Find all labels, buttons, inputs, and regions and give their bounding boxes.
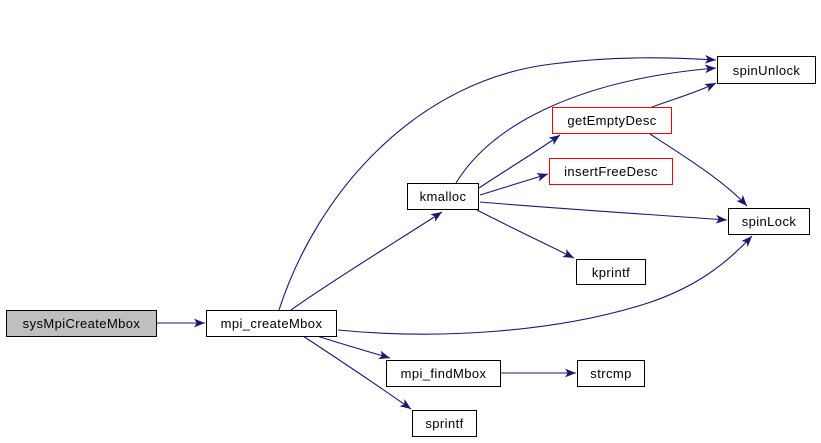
edge-mpi_createMbox-to-mpi_findMbox bbox=[316, 335, 391, 360]
node-label: sprintf bbox=[425, 416, 464, 431]
edge-kmalloc-to-spinLock bbox=[479, 201, 728, 224]
node-kprintf[interactable]: kprintf bbox=[576, 259, 646, 285]
node-label: getEmptyDesc bbox=[567, 113, 657, 128]
edge-getEmptyDesc-to-spinLock bbox=[649, 133, 748, 207]
node-label: kmalloc bbox=[419, 189, 467, 204]
node-spinunlock[interactable]: spinUnlock bbox=[717, 56, 816, 84]
node-label: insertFreeDesc bbox=[564, 164, 658, 179]
node-label: sysMpiCreateMbox bbox=[22, 316, 141, 331]
node-label: spinLock bbox=[741, 214, 797, 229]
node-mpi-creatembox[interactable]: mpi_createMbox bbox=[206, 310, 337, 337]
edge-getEmptyDesc-to-spinUnlock bbox=[651, 82, 717, 108]
node-label: strcmp bbox=[590, 366, 632, 381]
edge-mpi_createMbox-to-spinLock bbox=[337, 235, 753, 335]
node-kmalloc[interactable]: kmalloc bbox=[407, 183, 479, 210]
node-getemptydesc[interactable]: getEmptyDesc bbox=[552, 107, 672, 134]
node-sprintf[interactable]: sprintf bbox=[412, 410, 477, 437]
edge-kmalloc-to-kprintf bbox=[476, 209, 575, 259]
node-spinlock[interactable]: spinLock bbox=[728, 208, 810, 235]
edge-mpi_createMbox-to-spinUnlock bbox=[278, 54, 717, 311]
node-label: spinUnlock bbox=[732, 62, 801, 78]
node-mpi-findmbox[interactable]: mpi_findMbox bbox=[386, 360, 501, 387]
node-label: mpi_createMbox bbox=[220, 316, 323, 331]
node-label: kprintf bbox=[591, 264, 631, 280]
edge-mpi_createMbox-to-sprintf bbox=[302, 335, 412, 410]
edge-kmalloc-to-getEmptyDesc bbox=[478, 134, 561, 189]
edge-kmalloc-to-insertFreeDesc bbox=[479, 173, 549, 196]
node-sysmpicreatembox[interactable]: sysMpiCreateMbox bbox=[6, 310, 157, 337]
node-strcmp[interactable]: strcmp bbox=[577, 360, 645, 387]
node-label: mpi_findMbox bbox=[400, 366, 487, 381]
edge-mpi_createMbox-to-kmalloc bbox=[290, 211, 443, 311]
edge-kmalloc-to-spinUnlock bbox=[455, 64, 717, 184]
node-insertfreedesc[interactable]: insertFreeDesc bbox=[549, 158, 673, 185]
